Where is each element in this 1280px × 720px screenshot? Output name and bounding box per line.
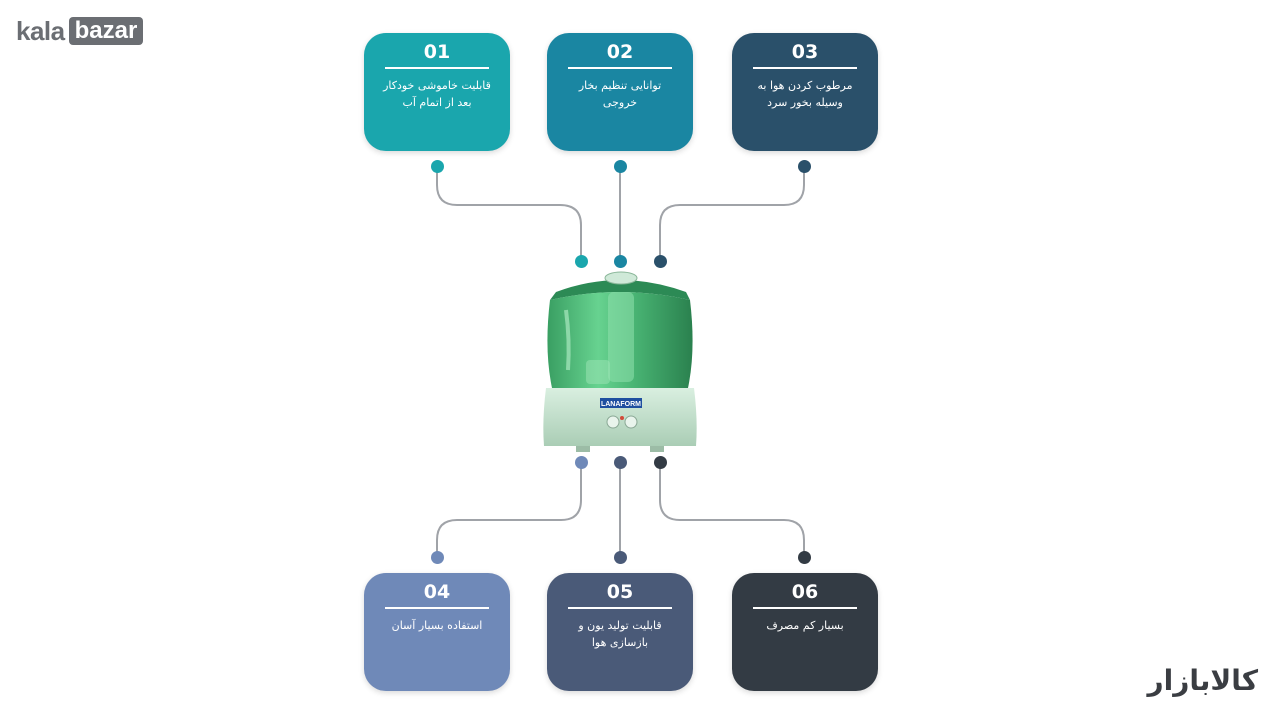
feature-number: 02 (606, 41, 634, 63)
feature-text: قابلیت خاموشی خودکار بعد از اتمام آب (383, 79, 491, 109)
dot-01-device (575, 255, 588, 268)
dot-04-bottom (431, 551, 444, 564)
feature-text: بسیار کم مصرف (766, 619, 844, 632)
feature-card-05: 05 قابلیت تولید یون و بازسازی هوا (547, 573, 693, 691)
feature-card-03: 03 مرطوب کردن هوا به وسیله بخور سرد (732, 33, 878, 151)
card-divider (568, 607, 672, 609)
dot-02-device (614, 255, 627, 268)
dot-06-device (654, 456, 667, 469)
card-divider (568, 67, 672, 69)
feature-card-06: 06 بسیار کم مصرف (732, 573, 878, 691)
feature-number: 06 (791, 581, 819, 603)
dot-04-device (575, 456, 588, 469)
humidifier-brand-label: LANAFORM (601, 401, 641, 408)
dot-05-bottom (614, 551, 627, 564)
connector-03 (659, 166, 805, 262)
connector-04 (436, 462, 582, 557)
dot-02-top (614, 160, 627, 173)
feature-number: 04 (423, 581, 451, 603)
dot-03-top (798, 160, 811, 173)
dot-03-device (654, 255, 667, 268)
feature-card-01: 01 قابلیت خاموشی خودکار بعد از اتمام آب (364, 33, 510, 151)
logo-bazar-text: bazar (68, 17, 144, 45)
feature-card-04: 04 استفاده بسیار آسان (364, 573, 510, 691)
card-divider (753, 607, 857, 609)
feature-text: قابلیت تولید یون و بازسازی هوا (578, 619, 662, 649)
kalabazar-persian-logo: کالابازار (1147, 664, 1258, 697)
feature-text: مرطوب کردن هوا به وسیله بخور سرد (757, 79, 853, 109)
card-divider (753, 67, 857, 69)
card-divider (385, 67, 489, 69)
feature-number: 05 (606, 581, 634, 603)
feature-number: 01 (423, 41, 451, 63)
dot-06-bottom (798, 551, 811, 564)
feature-text: استفاده بسیار آسان (391, 619, 483, 632)
connector-01 (436, 166, 582, 262)
dot-01-top (431, 160, 444, 173)
dot-05-device (614, 456, 627, 469)
kalabazar-logo: kala bazar (16, 15, 144, 46)
logo-kala-text: kala (16, 15, 65, 46)
feature-card-02: 02 توانایی تنظیم بخار خروجی (547, 33, 693, 151)
card-divider (385, 607, 489, 609)
feature-text: توانایی تنظیم بخار خروجی (578, 79, 662, 109)
humidifier-image: LANAFORM (543, 271, 697, 452)
connector-06 (659, 462, 805, 557)
feature-number: 03 (791, 41, 819, 63)
